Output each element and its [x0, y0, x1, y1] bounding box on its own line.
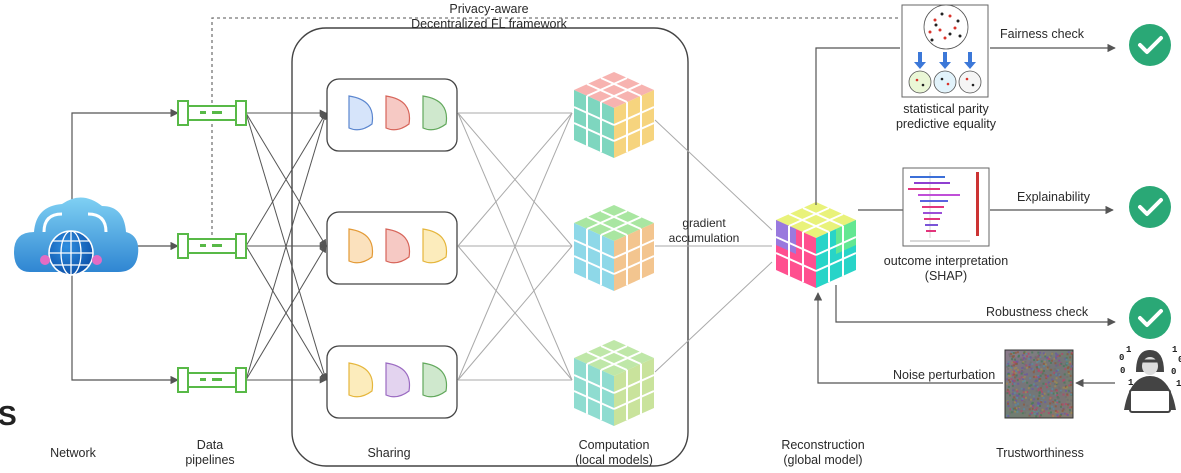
gradient-label-line1: gradient [682, 216, 726, 230]
attacker-bit: 0 [1120, 366, 1125, 376]
noise-image [1004, 349, 1074, 419]
stage-label-computation: Computation (local models) [575, 438, 653, 468]
framework-container [291, 27, 689, 467]
attacker-bit: 1 [1128, 378, 1134, 388]
fairness-caption-line2: predictive equality [895, 117, 997, 131]
local-model-cube-2 [573, 205, 655, 291]
explainability-check-icon [1129, 186, 1171, 228]
stage-label-pipelines-line2: pipelines [185, 453, 235, 467]
robustness-check-icon [1129, 297, 1171, 339]
stage-label-pipelines-line1: Data [196, 438, 224, 452]
shap-caption-line2: (SHAP) [924, 269, 968, 283]
cropped-edge-letter: S [0, 400, 17, 431]
stage-label-reconstruction: Reconstruction (global model) [781, 438, 864, 468]
shap-caption: outcome interpretation (SHAP) [884, 254, 1008, 284]
pipeline-mesh-arrows [245, 109, 328, 384]
stage-label-reconstruction-line1: Reconstruction [781, 438, 865, 452]
attacker-bit: 1 [1172, 345, 1178, 355]
fairness-check-label: Fairness check [1000, 27, 1085, 41]
attacker-icon: 0 1 0 1 1 0 0 1 [1119, 345, 1181, 413]
data-pipeline-icon-2 [177, 233, 247, 259]
sharing-to-computation-mesh [457, 112, 573, 381]
attacker-bit: 1 [1126, 345, 1132, 355]
stage-label-data-pipelines: Data pipelines [185, 438, 234, 468]
data-shards [348, 95, 448, 398]
stage-label-sharing: Sharing [367, 446, 411, 460]
attacker-bit: 0 [1178, 355, 1181, 365]
stage-label-trustworthiness: Trustworthiness [996, 446, 1084, 460]
gradient-accumulation-label: gradient accumulation [669, 216, 740, 246]
global-model-cube [775, 202, 857, 288]
shap-plot-illustration [902, 167, 990, 247]
data-pipeline-icon-3 [177, 367, 247, 393]
local-model-cube-3 [573, 340, 655, 426]
attacker-bit: 1 [1176, 379, 1181, 389]
stage-label-computation-line1: Computation [578, 438, 650, 452]
data-pipeline-icon-1 [177, 100, 247, 126]
framework-title-line1: Privacy-aware [449, 2, 529, 16]
framework-title: Privacy-aware Decentralized FL framework [411, 2, 567, 32]
gradient-accumulation-lines [654, 119, 773, 373]
noise-perturbation-label: Noise perturbation [893, 368, 996, 382]
fairness-caption-line1: statistical parity [903, 102, 989, 116]
fairness-caption: statistical parity predictive equality [896, 102, 996, 132]
reconstruction-output-arrows [813, 43, 1116, 388]
local-model-cube-1 [573, 72, 655, 158]
attacker-bit: 0 [1171, 367, 1176, 377]
stage-label-reconstruction-line2: (global model) [783, 453, 863, 467]
explainability-label: Explainability [1017, 190, 1090, 204]
gradient-label-line2: accumulation [668, 231, 740, 245]
network-cloud-icon [14, 197, 139, 276]
framework-title-line2: Decentralized FL framework [411, 17, 567, 31]
fairness-check-icon [1129, 24, 1171, 66]
dashed-feedback-line [211, 17, 900, 235]
shap-caption-line1: outcome interpretation [883, 254, 1009, 268]
stage-label-network: Network [50, 446, 96, 460]
stage-label-computation-line2: (local models) [575, 453, 653, 467]
attacker-bit: 0 [1119, 353, 1124, 363]
robustness-check-label: Robustness check [986, 305, 1089, 319]
fairness-illustration [901, 4, 989, 98]
